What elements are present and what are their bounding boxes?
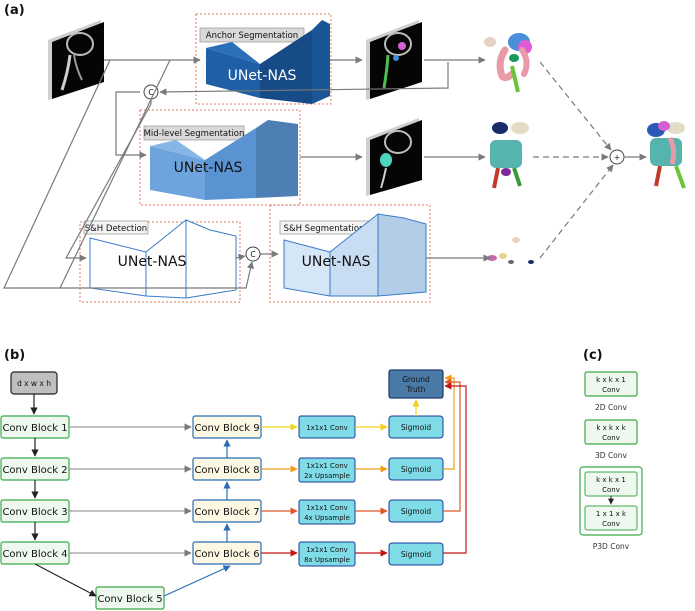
ct-scan-anchor-overlay-image <box>366 20 422 100</box>
encoder-block-4: Conv Block 4 <box>0 541 70 565</box>
panel-a-connections <box>3 56 647 289</box>
svg-text:Conv Block 6: Conv Block 6 <box>194 549 259 560</box>
ground-truth-box: Ground Truth <box>388 369 444 399</box>
sigmoid-box-4: Sigmoid <box>388 542 444 566</box>
concat-node-bottom: C <box>245 246 261 262</box>
svg-text:1x1x1 Conv: 1x1x1 Conv <box>306 462 348 470</box>
svg-text:Conv: Conv <box>602 486 620 494</box>
svg-text:Sigmoid: Sigmoid <box>401 507 432 516</box>
svg-text:Conv Block 1: Conv Block 1 <box>2 423 67 434</box>
encoder-block-3: Conv Block 3 <box>0 499 70 523</box>
ct-scan-mid-level-overlay-image <box>366 118 422 196</box>
head-box-1: 1x1x1 Conv <box>298 415 356 439</box>
svg-text:Conv Block 3: Conv Block 3 <box>2 507 67 518</box>
svg-text:1x1x1 Conv: 1x1x1 Conv <box>306 546 348 554</box>
sh-detection-header: S&H Detection <box>85 224 147 234</box>
input-volume-box: d x w x h <box>10 371 58 395</box>
sh-segmentation-unet-label: UNet-NAS <box>302 254 371 270</box>
anchor-segmentation-header: Anchor Segmentation <box>206 31 298 41</box>
svg-text:k x k x k: k x k x k <box>596 424 626 432</box>
svg-text:8x Upsample: 8x Upsample <box>304 556 350 564</box>
encoder-block-1: Conv Block 1 <box>0 415 70 439</box>
panel-b-label: (b) <box>4 348 25 363</box>
svg-text:2x Upsample: 2x Upsample <box>304 472 350 480</box>
sigmoid-box-2: Sigmoid <box>388 457 444 481</box>
svg-text:k x k x 1: k x k x 1 <box>596 376 626 384</box>
svg-text:Conv Block 5: Conv Block 5 <box>97 594 162 605</box>
p3d-caption: P3D Conv <box>593 542 630 551</box>
conv3d-caption: 3D Conv <box>595 451 628 460</box>
conv2d-box: k x k x 1 Conv <box>584 371 638 397</box>
svg-text:Conv: Conv <box>602 386 620 394</box>
final-fused-3d-render-image <box>647 121 686 189</box>
svg-text:1 x 1 x k: 1 x 1 x k <box>596 510 627 518</box>
ct-scan-input-image <box>48 20 104 100</box>
sh-segmentation-header: S&H Segmentation <box>284 224 365 234</box>
svg-text:Sigmoid: Sigmoid <box>401 550 432 559</box>
decoder-block-9: Conv Block 9 <box>192 415 262 439</box>
bottleneck-block-5: Conv Block 5 <box>95 586 165 610</box>
svg-text:Conv Block 9: Conv Block 9 <box>194 423 259 434</box>
anchor-3d-render-image <box>484 33 532 93</box>
panel-b-connections <box>30 374 467 597</box>
svg-text:Truth: Truth <box>405 385 425 394</box>
svg-text:Conv: Conv <box>602 434 620 442</box>
head-box-4: 1x1x1 Conv 8x Upsample <box>298 541 356 567</box>
svg-text:Sigmoid: Sigmoid <box>401 423 432 432</box>
sh-detection-unet-label: UNet-NAS <box>118 254 187 270</box>
svg-text:Sigmoid: Sigmoid <box>401 465 432 474</box>
sigmoid-box-3: Sigmoid <box>388 499 444 523</box>
panel-a-label: (a) <box>4 3 25 18</box>
svg-text:Ground: Ground <box>402 375 430 384</box>
svg-text:C: C <box>148 88 153 97</box>
svg-text:Conv Block 8: Conv Block 8 <box>194 465 259 476</box>
sh-3d-render-image <box>487 237 534 264</box>
conv3d-box: k x k x k Conv <box>584 419 638 445</box>
sum-node: + <box>609 149 625 165</box>
concat-node-top: C <box>143 84 159 100</box>
svg-text:k x k x 1: k x k x 1 <box>596 476 626 484</box>
svg-text:C: C <box>250 250 255 259</box>
decoder-block-7: Conv Block 7 <box>192 499 262 523</box>
sh-detection-module: S&H Detection UNet-NAS <box>79 218 241 303</box>
panel-c-label: (c) <box>583 348 603 363</box>
svg-text:1x1x1 Conv: 1x1x1 Conv <box>306 424 348 432</box>
head-box-2: 1x1x1 Conv 2x Upsample <box>298 457 356 483</box>
sh-segmentation-module: S&H Segmentation UNet-NAS <box>269 204 431 303</box>
anchor-unet-label: UNet-NAS <box>228 68 297 84</box>
svg-text:d x w x h: d x w x h <box>17 379 51 388</box>
svg-text:+: + <box>614 153 620 162</box>
mid-level-segmentation-module: Mid-level Segmentation UNet-NAS <box>139 109 301 206</box>
anchor-segmentation-module: Anchor Segmentation UNet-NAS <box>195 13 332 105</box>
mid-level-unet-label: UNet-NAS <box>174 160 243 176</box>
svg-text:Conv Block 7: Conv Block 7 <box>194 507 259 518</box>
decoder-block-8: Conv Block 8 <box>192 457 262 481</box>
svg-text:Conv: Conv <box>602 520 620 528</box>
sigmoid-box-1: Sigmoid <box>388 415 444 439</box>
head-box-3: 1x1x1 Conv 4x Upsample <box>298 499 356 525</box>
encoder-block-2: Conv Block 2 <box>0 457 70 481</box>
mid-level-segmentation-header: Mid-level Segmentation <box>144 129 245 139</box>
svg-text:Conv Block 2: Conv Block 2 <box>2 465 67 476</box>
svg-text:1x1x1 Conv: 1x1x1 Conv <box>306 504 348 512</box>
svg-text:4x Upsample: 4x Upsample <box>304 514 350 522</box>
conv2d-caption: 2D Conv <box>595 403 628 412</box>
p3d-conv-group: k x k x 1 Conv 1 x 1 x k Conv <box>579 466 643 536</box>
mid-level-3d-render-image <box>490 122 529 189</box>
svg-text:Conv Block 4: Conv Block 4 <box>2 549 67 560</box>
decoder-block-6: Conv Block 6 <box>192 541 262 565</box>
